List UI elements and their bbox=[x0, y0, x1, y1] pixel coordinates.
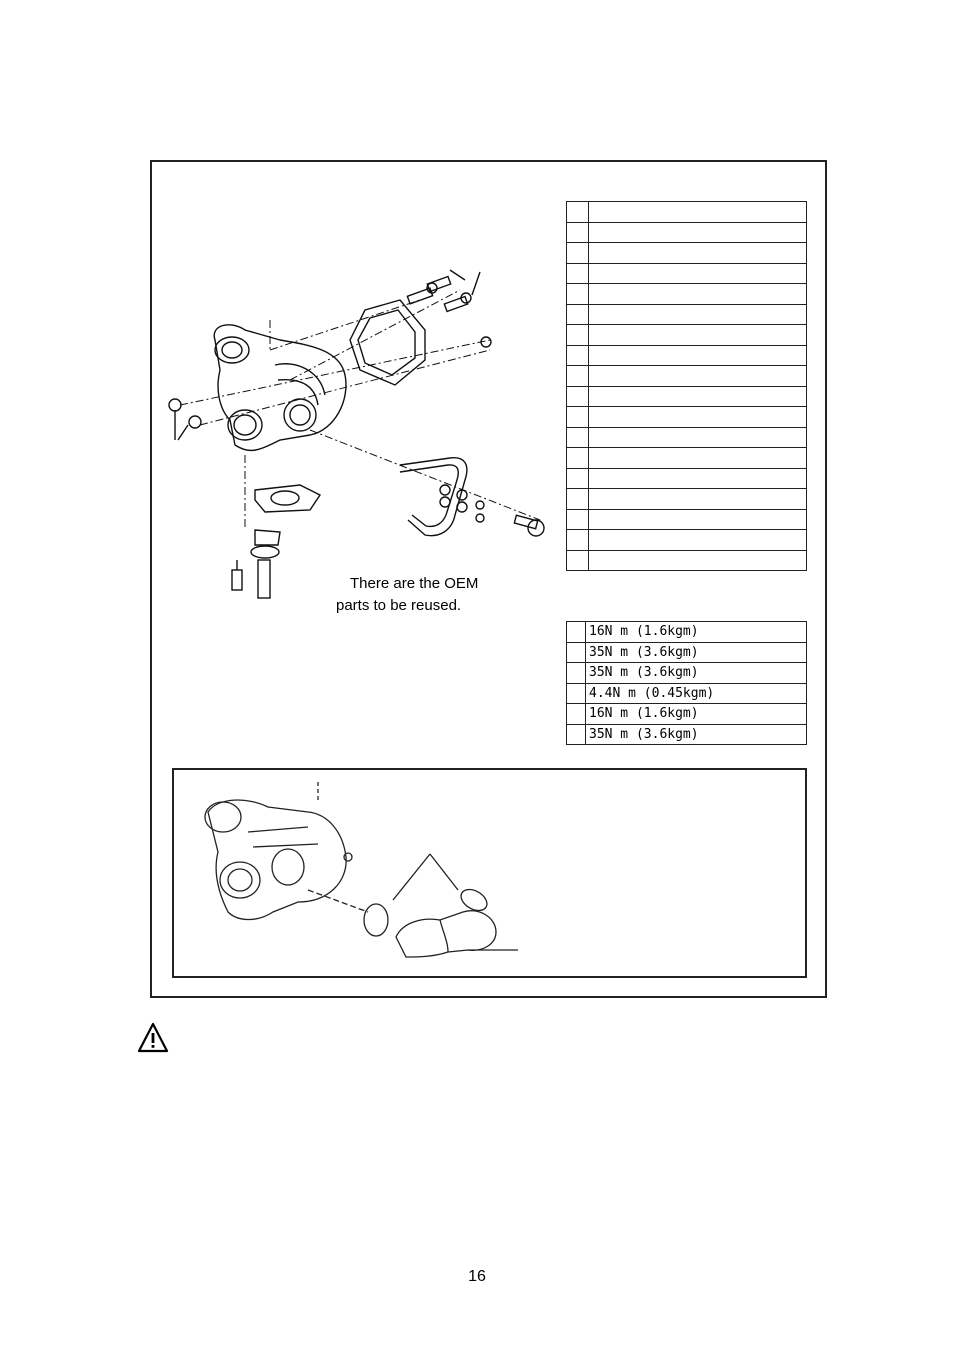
table-row bbox=[566, 283, 807, 305]
table-row: 16N m (1.6kgm) bbox=[566, 621, 807, 643]
table-row bbox=[566, 549, 807, 571]
table-row bbox=[566, 242, 807, 264]
table-row bbox=[566, 221, 807, 243]
note-line-1: There are the OEM bbox=[350, 575, 479, 592]
torque-value: 35N m (3.6kgm) bbox=[585, 662, 807, 684]
table-row bbox=[566, 488, 807, 510]
table-row bbox=[566, 385, 807, 407]
torque-table: 16N m (1.6kgm) 35N m (3.6kgm) 35N m (3.6… bbox=[566, 621, 807, 745]
torque-value: 35N m (3.6kgm) bbox=[585, 723, 807, 745]
reuse-note: There are the OEM parts to be reused. bbox=[336, 573, 506, 617]
table-row: 4.4N m (0.45kgm) bbox=[566, 682, 807, 704]
warning-triangle-icon bbox=[137, 1022, 169, 1053]
table-row bbox=[566, 303, 807, 325]
table-row bbox=[566, 426, 807, 448]
note-line-2: parts to be reused. bbox=[336, 597, 462, 614]
torque-num bbox=[566, 621, 586, 643]
table-row bbox=[566, 467, 807, 489]
torque-value: 16N m (1.6kgm) bbox=[585, 621, 807, 643]
table-row: 16N m (1.6kgm) bbox=[566, 703, 807, 725]
page-number: 16 bbox=[468, 1268, 486, 1285]
table-row bbox=[566, 447, 807, 469]
torque-num bbox=[566, 662, 586, 684]
table-row bbox=[566, 262, 807, 284]
torque-num bbox=[566, 641, 586, 663]
hose-detail-diagram bbox=[204, 782, 518, 958]
table-row: 35N m (3.6kgm) bbox=[566, 662, 807, 684]
torque-num bbox=[566, 703, 586, 725]
table-row bbox=[566, 365, 807, 387]
table-row: 35N m (3.6kgm) bbox=[566, 641, 807, 663]
diagram-frame bbox=[150, 160, 827, 998]
table-row bbox=[566, 529, 807, 551]
torque-value: 4.4N m (0.45kgm) bbox=[585, 682, 807, 704]
torque-value: 35N m (3.6kgm) bbox=[585, 641, 807, 663]
hose-detail-box bbox=[172, 768, 807, 978]
torque-num bbox=[566, 682, 586, 704]
torque-value: 16N m (1.6kgm) bbox=[585, 703, 807, 725]
table-row bbox=[566, 324, 807, 346]
torque-num bbox=[566, 723, 586, 745]
table-row bbox=[566, 406, 807, 428]
turbo-exploded-diagram bbox=[168, 269, 545, 599]
table-row bbox=[566, 508, 807, 530]
parts-list-table bbox=[566, 201, 807, 571]
table-row bbox=[566, 344, 807, 366]
table-row bbox=[566, 201, 807, 223]
table-row: 35N m (3.6kgm) bbox=[566, 723, 807, 745]
